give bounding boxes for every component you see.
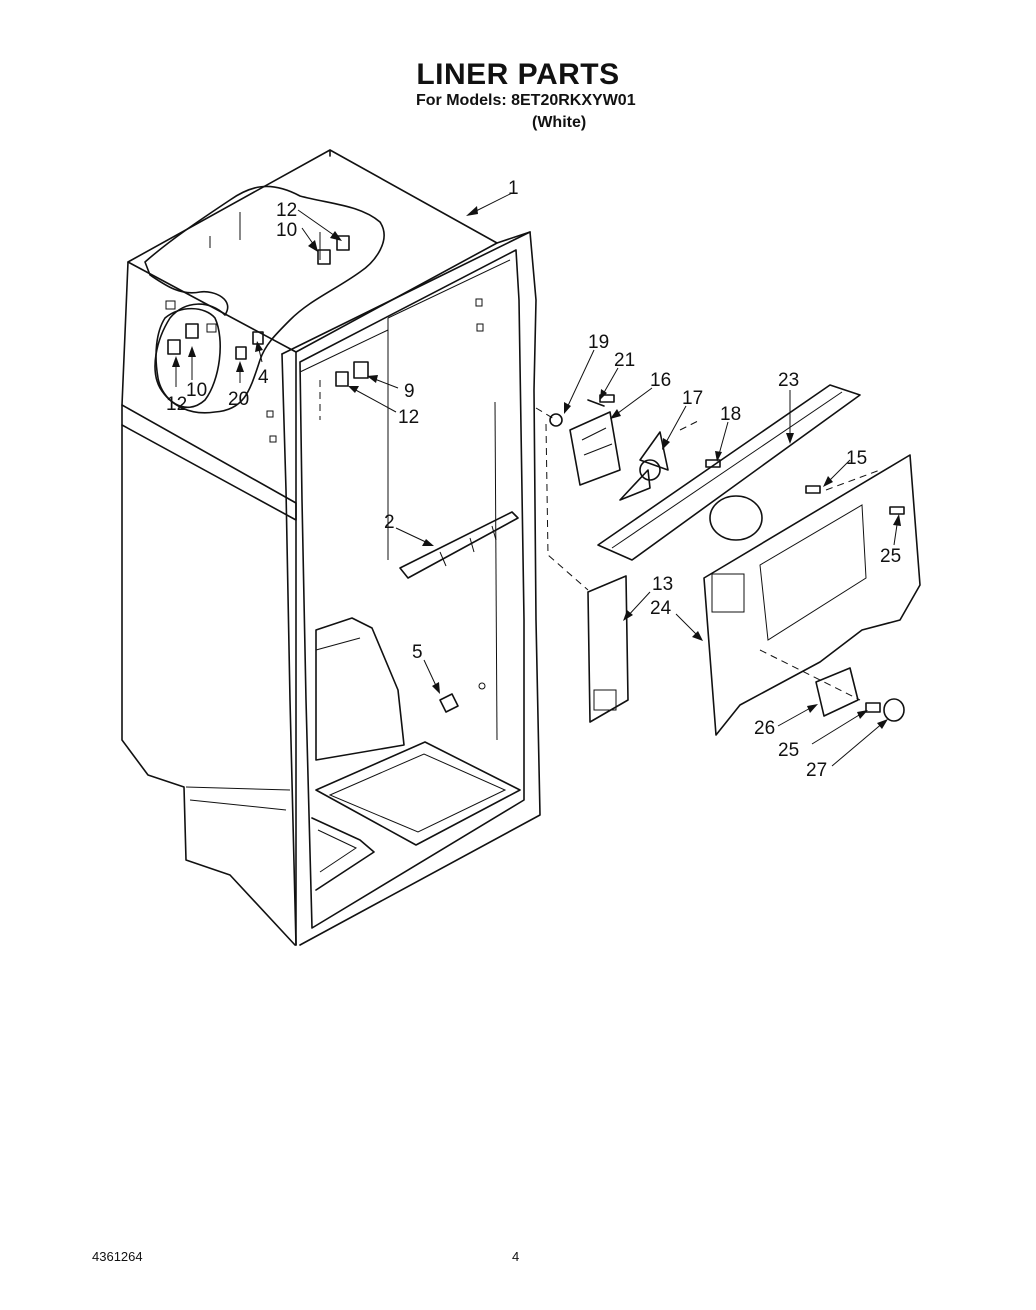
color-note: (White) xyxy=(532,114,587,131)
callout-16: 16 xyxy=(650,370,671,391)
callout-23: 23 xyxy=(778,370,799,391)
callout-26: 26 xyxy=(754,718,775,739)
page-number: 4 xyxy=(512,1249,520,1264)
callout-12: 12 xyxy=(398,407,419,428)
screws xyxy=(599,394,905,515)
callout-9: 9 xyxy=(404,381,415,402)
page-title: LINER PARTS xyxy=(416,58,620,91)
callout-18: 18 xyxy=(720,404,741,425)
fan-blade-part-17 xyxy=(619,431,669,501)
callout-27: 27 xyxy=(806,760,827,781)
knob-part-27 xyxy=(865,698,905,722)
callout-19: 19 xyxy=(588,332,609,353)
callout-12: 12 xyxy=(166,394,187,415)
callout-13: 13 xyxy=(652,574,673,595)
cover-plate-part-26 xyxy=(815,667,859,717)
callout-24: 24 xyxy=(650,598,672,619)
callout-4: 4 xyxy=(258,367,269,388)
callout-15: 15 xyxy=(846,448,867,469)
callout-2: 2 xyxy=(384,512,395,533)
document-number: 4361264 xyxy=(92,1249,143,1264)
cabinet-liner xyxy=(121,149,541,946)
callout-5: 5 xyxy=(412,642,423,663)
callout-25: 25 xyxy=(880,546,901,567)
callout-20: 20 xyxy=(228,389,249,410)
air-duct-part-13 xyxy=(587,575,629,723)
evaporator-cover-part-24 xyxy=(703,454,921,736)
callout-17: 17 xyxy=(682,388,703,409)
callout-labels: 1 12 10 12 10 20 4 9 12 2 5 19 21 16 17 … xyxy=(166,178,901,781)
callout-10: 10 xyxy=(276,220,297,241)
callout-25: 25 xyxy=(778,740,799,761)
light-socket-part-5 xyxy=(439,682,486,713)
fan-shroud-part-23 xyxy=(597,384,861,561)
leader-lines xyxy=(172,192,901,767)
callout-1: 1 xyxy=(508,178,519,199)
callout-12: 12 xyxy=(276,200,297,221)
model-line: For Models: 8ET20RKXYW01 xyxy=(416,92,636,109)
fan-motor-part-16 xyxy=(549,399,621,486)
cold-control-part-2 xyxy=(399,511,519,579)
callout-21: 21 xyxy=(614,350,635,371)
callout-10: 10 xyxy=(186,380,207,401)
